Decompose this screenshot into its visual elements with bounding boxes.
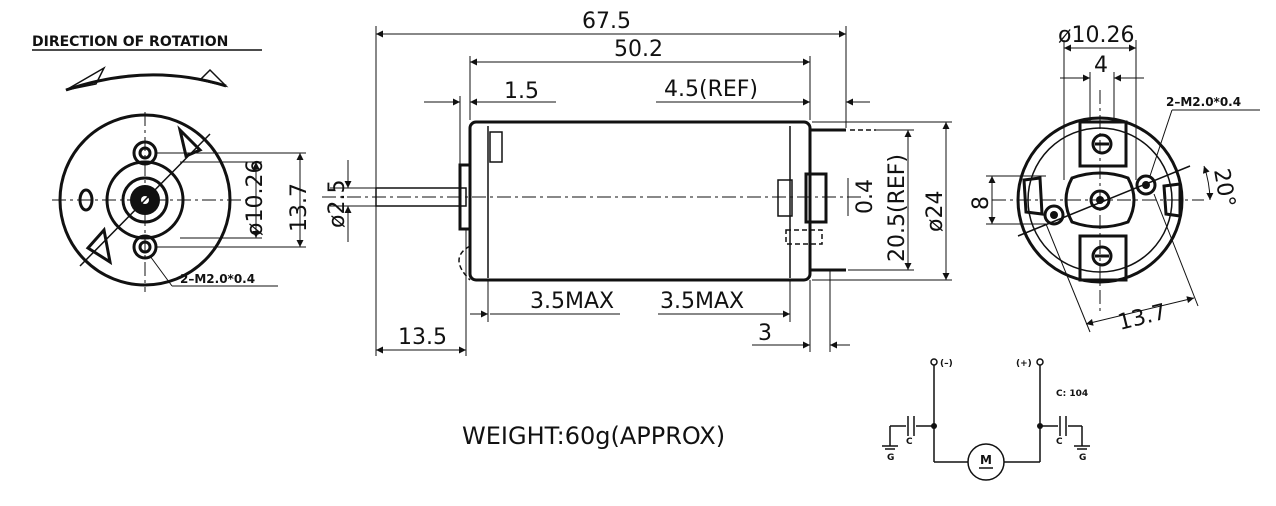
rear-housing-circle — [1016, 116, 1184, 284]
side-view: 67.5 50.2 1.5 4.5(REF) ø2.5 0.4 20.5(REF… — [322, 9, 952, 356]
front-diameter-label: ø10.26 — [243, 160, 268, 236]
front-notch-left — [85, 226, 113, 266]
side-hidden-feature-left — [458, 245, 471, 281]
rotation-title: DIRECTION OF ROTATION — [32, 34, 228, 50]
rotation-arrow-left-icon — [65, 66, 106, 91]
rear-right-bracket — [1162, 182, 1182, 218]
front-vent-slot — [78, 188, 94, 212]
body-diameter-label: ø24 — [923, 191, 948, 232]
gap-label: 0.4 — [853, 179, 878, 214]
front-view: ø10.26 13.7 2–M2.0*0.4 — [52, 112, 312, 292]
terminal-spacing-label: 20.5(REF) — [885, 154, 910, 262]
end-offset-label: 3 — [758, 321, 772, 346]
rear-width-label: 4 — [1094, 53, 1108, 78]
negative-terminal-icon — [930, 358, 938, 366]
rear-screw-hole-right — [1135, 174, 1157, 196]
front-screw-label: 2–M2.0*0.4 — [180, 272, 255, 286]
rear-inner-circle — [1027, 127, 1173, 273]
left-cap-label: C — [906, 437, 913, 447]
rotation-indicator: DIRECTION OF ROTATION — [32, 34, 262, 92]
rear-bearing — [1089, 189, 1111, 211]
front-screw-hole-bottom-inner — [138, 240, 152, 254]
rear-boss-label: ø10.26 — [1058, 23, 1134, 48]
weight-label: WEIGHT:60g(APPROX) — [462, 422, 725, 450]
terminal-ref-label: 4.5(REF) — [664, 77, 758, 102]
body-length-label: 50.2 — [614, 37, 663, 62]
max-left-label: 3.5MAX — [530, 289, 614, 314]
flange-thickness-label: 1.5 — [504, 79, 539, 104]
rear-height-label: 8 — [969, 196, 994, 210]
positive-label: (+) — [1016, 359, 1032, 369]
side-rear-bushing — [804, 172, 828, 224]
overall-length-label: 67.5 — [582, 9, 631, 34]
rear-pitch-dim — [1085, 296, 1195, 326]
rear-angle-dim — [1202, 165, 1214, 201]
rear-screw-label: 2–M2.0*0.4 — [1166, 95, 1241, 109]
positive-terminal-icon — [1036, 358, 1044, 366]
front-height-label: 13.7 — [287, 183, 312, 232]
front-housing-circle — [58, 113, 232, 287]
shaft-diameter-label: ø2.5 — [325, 180, 350, 228]
motor-symbol-label: M — [980, 453, 992, 467]
rear-view: ø10.26 4 2–M2.0*0.4 8 20° 13.7 — [969, 23, 1260, 336]
side-shaft — [375, 187, 467, 207]
side-front-tab — [489, 131, 503, 163]
max-right-label: 3.5MAX — [660, 289, 744, 314]
front-bearing-circle — [121, 176, 169, 224]
side-hidden-feature-right — [785, 229, 823, 245]
motor-symbol-icon — [967, 443, 1005, 481]
right-cap-label: C — [1056, 437, 1063, 447]
side-motor-body — [468, 120, 812, 282]
front-screw-hole-top-inner — [138, 146, 152, 160]
rear-left-bracket — [1022, 176, 1044, 216]
rear-terminal-bottom — [1078, 234, 1128, 282]
rear-bushing-housing — [1064, 171, 1136, 229]
side-rear-tab — [777, 179, 793, 217]
shaft-length-label: 13.5 — [398, 325, 447, 350]
rear-angle-label: 20° — [1208, 167, 1239, 210]
negative-label: (–) — [940, 359, 953, 369]
rotation-arrow-right-icon — [198, 68, 229, 88]
left-ground-label: G — [887, 453, 894, 463]
front-diagonal-cut — [79, 133, 211, 267]
front-boss-circle — [105, 160, 185, 240]
rear-screw-hole-left — [1043, 204, 1065, 226]
cap-value-label: C: 104 — [1056, 389, 1088, 399]
rear-pitch-label: 13.7 — [1115, 300, 1169, 336]
right-ground-label: G — [1079, 453, 1086, 463]
motor-circuit-schematic: (–) (+) C: 104 M C G C G — [882, 358, 1090, 481]
rear-terminal-top — [1078, 120, 1128, 168]
